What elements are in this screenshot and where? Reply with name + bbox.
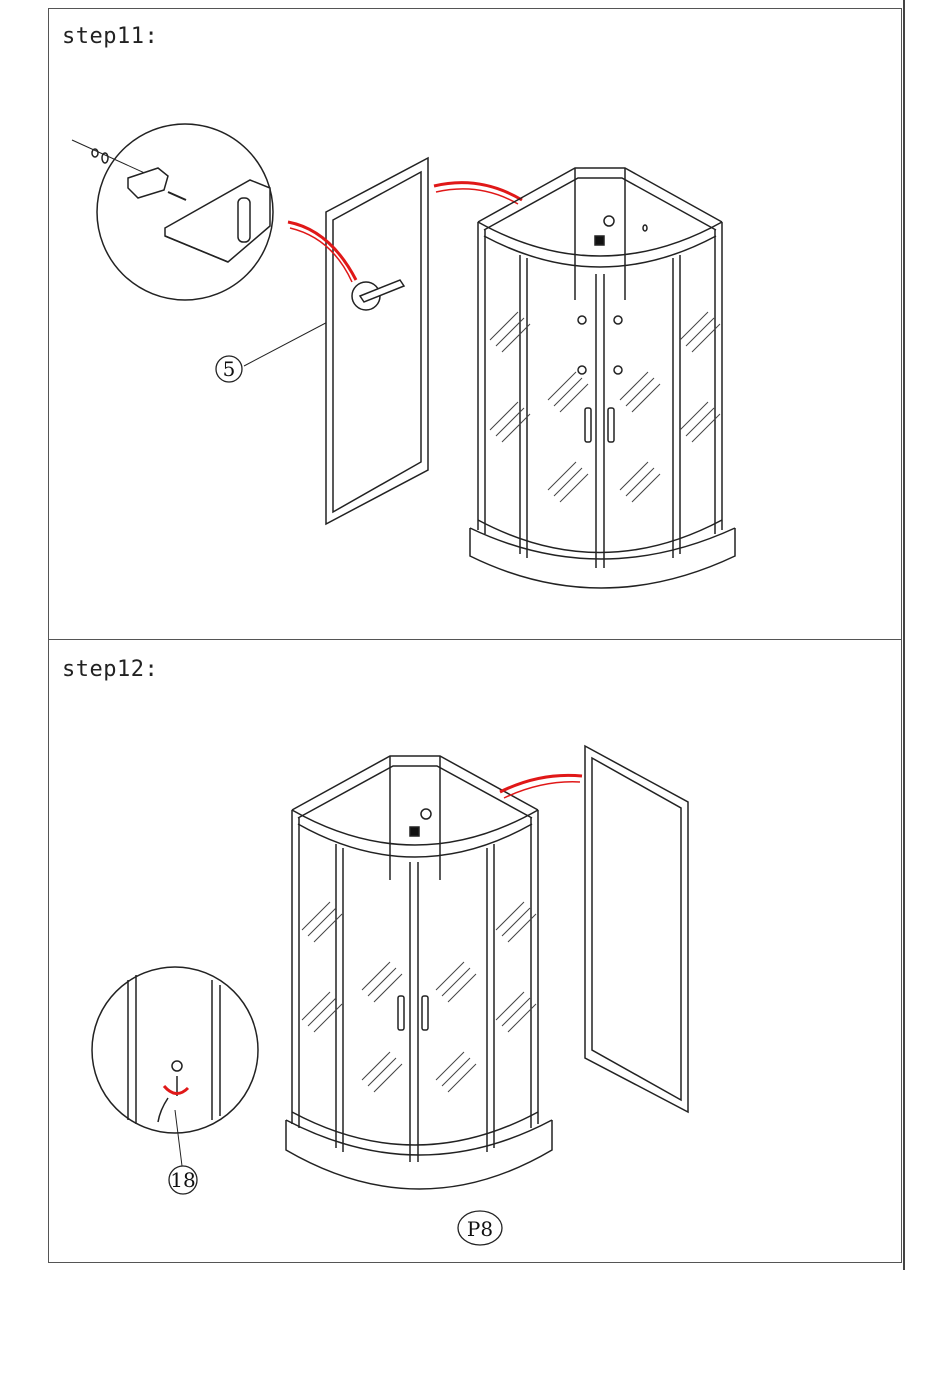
step11-enclosure [470,168,735,588]
callout-18: 18 [169,1110,197,1194]
page-number-badge: P8 [458,1211,502,1245]
step11-side-panel [326,158,428,524]
step12-detail-circle [92,967,258,1133]
rotate-arrow-icon [164,1086,188,1094]
step11-detail-circle [72,124,273,300]
step11-glass-reflections [490,312,720,502]
callout-18-number: 18 [170,1168,195,1192]
callout-5-number: 5 [223,357,236,381]
step12-enclosure [286,756,552,1189]
step12-arrow [500,775,582,798]
step12-glass-reflections [302,902,536,1092]
step12-side-panel [585,746,688,1112]
page-number: P8 [467,1217,493,1241]
